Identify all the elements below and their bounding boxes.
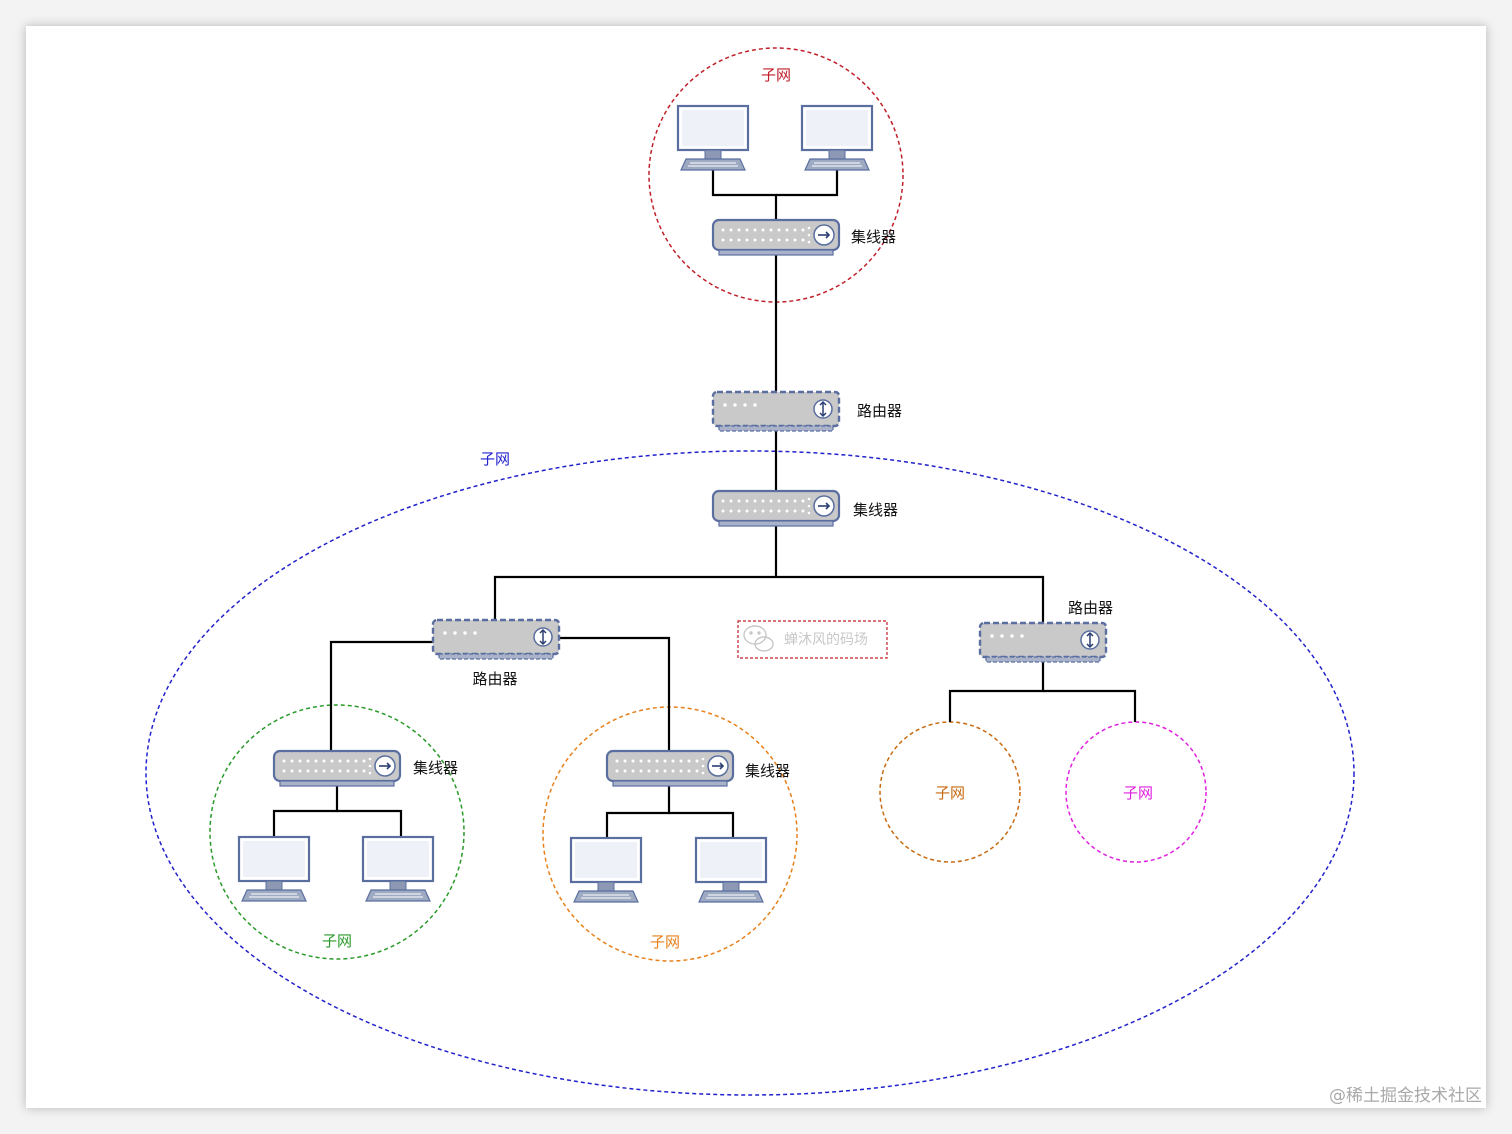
monitor-icon	[694, 836, 768, 904]
hub-label-orange: 集线器	[745, 762, 790, 780]
router-label-left: 路由器	[472, 670, 517, 688]
router-icon	[978, 621, 1108, 664]
subnet-label-brown: 子网	[935, 784, 965, 802]
link-router-right-subnet2	[1043, 689, 1137, 722]
watermark-frame	[737, 620, 888, 659]
hub-icon	[711, 489, 841, 528]
monitor-icon	[237, 835, 311, 903]
hub-icon	[272, 749, 402, 788]
hub-icon	[711, 218, 841, 257]
link-orangehub-pcs	[605, 786, 671, 838]
watermark-text: 蝉沐风的码场	[784, 632, 868, 648]
router-label-right: 路由器	[1068, 599, 1113, 617]
monitor-icon	[569, 836, 643, 904]
router-icon	[431, 618, 561, 661]
monitor-icon	[800, 104, 874, 172]
hub-label-green: 集线器	[413, 759, 458, 777]
hub-icon	[605, 749, 735, 788]
link-greenhub-pcs	[272, 786, 339, 837]
link-router-left-greenhub	[329, 640, 433, 751]
hub-label-main: 集线器	[853, 501, 898, 519]
subnet-label-main: 子网	[480, 450, 510, 468]
subnet-label-orange: 子网	[650, 933, 680, 951]
monitor-icon	[676, 104, 750, 172]
link-router-right-subnets	[948, 661, 1045, 722]
link-top-pc2-hub	[776, 170, 839, 197]
monitor-icon	[361, 835, 435, 903]
subnet-boundary-green	[209, 704, 465, 960]
site-credit: @稀土掘金技术社区	[1329, 1086, 1482, 1106]
router-icon	[711, 390, 841, 433]
wechat-icon	[743, 625, 774, 652]
router-label-core: 路由器	[857, 402, 902, 420]
hub-label-top: 集线器	[851, 228, 896, 246]
subnet-label-top: 子网	[761, 66, 791, 84]
link-bus	[493, 575, 1045, 623]
subnet-label-green: 子网	[322, 932, 352, 950]
link-top-pc1-hub	[711, 170, 778, 220]
subnet-label-magenta: 子网	[1123, 784, 1153, 802]
link-router-left-orangehub	[557, 636, 671, 751]
watermark: 蝉沐风的码场	[737, 620, 888, 659]
subnet-boundary-main	[145, 450, 1355, 1096]
